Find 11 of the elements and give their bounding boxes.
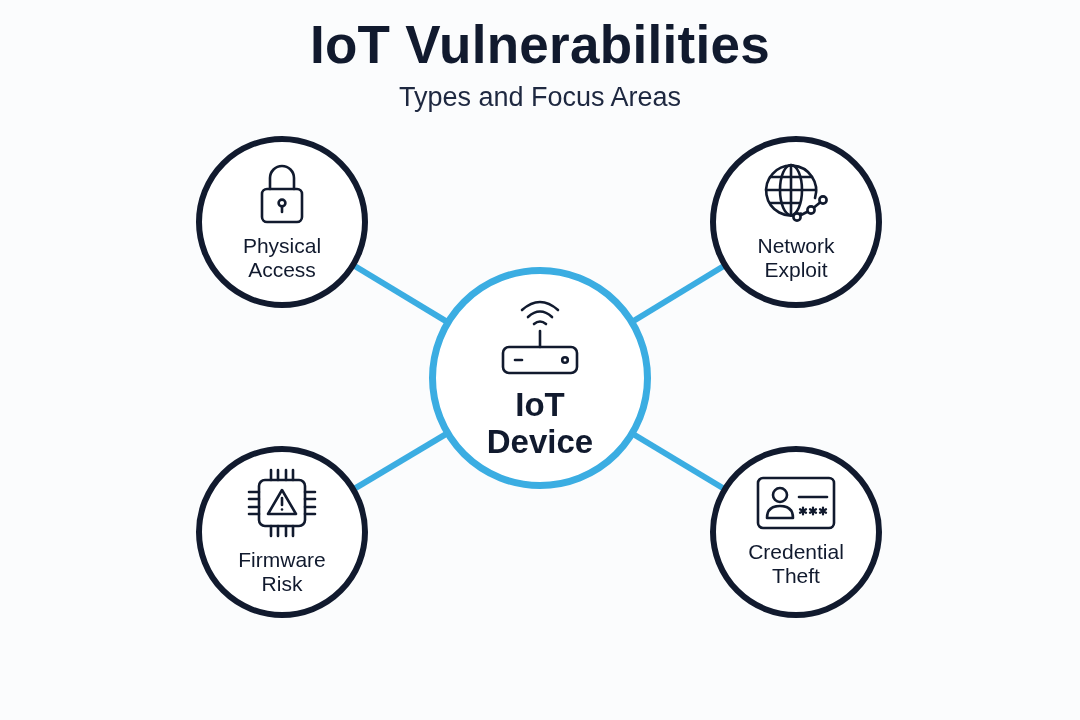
connector-line [353, 431, 448, 491]
node-label: Network Exploit [756, 234, 836, 282]
node-label: Firmware Risk [237, 548, 327, 596]
node-label: Physical Access [241, 234, 323, 282]
node-label: IoT Device [485, 387, 595, 461]
connector-line [632, 432, 725, 491]
connector-line [353, 263, 448, 324]
subtitle: Types and Focus Areas [398, 82, 682, 114]
page-title: IoT Vulnerabilities [309, 16, 771, 75]
connector-line [632, 263, 725, 324]
node-label: Credential Theft [747, 540, 845, 588]
